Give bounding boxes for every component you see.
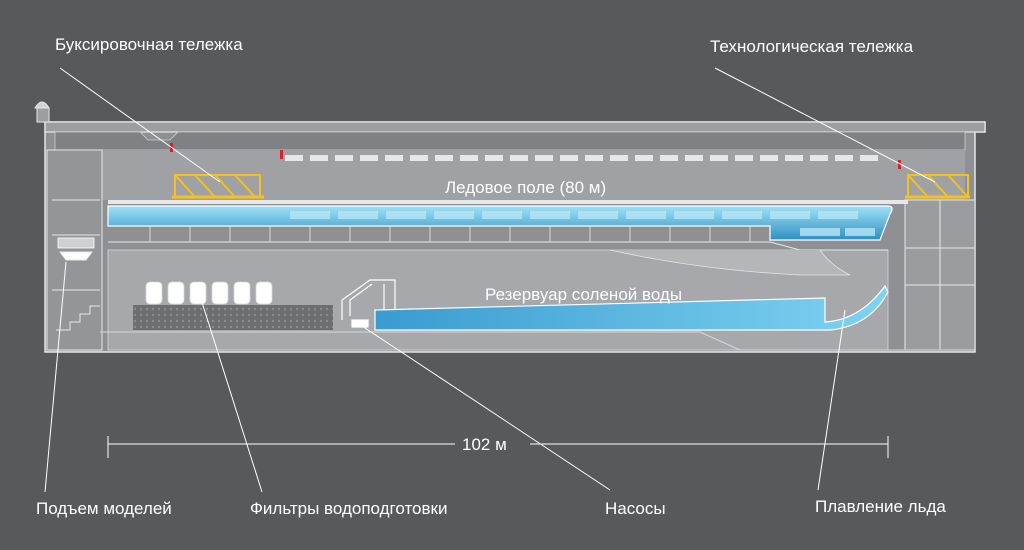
carriage-rail — [108, 200, 908, 204]
label-towing-carriage: Буксировочная тележка — [55, 35, 243, 54]
towing-carriage — [172, 174, 264, 199]
water-filter-tanks — [145, 281, 273, 305]
label-pumps: Насосы — [605, 499, 666, 518]
leader-lines — [44, 67, 936, 493]
label-service-carriage: Технологическая тележка — [710, 37, 914, 56]
label-saltwater-tank: Резервуар соленой воды — [485, 285, 682, 304]
label-ice-melting: Плавление льда — [815, 497, 946, 516]
service-carriage — [905, 174, 970, 199]
ice-sheet-tiles — [290, 211, 875, 236]
label-length: 102 м — [462, 435, 507, 454]
label-water-filters: Фильтры водоподготовки — [250, 499, 447, 518]
label-model-lift: Подъем моделей — [36, 499, 172, 518]
filter-bed — [133, 305, 333, 330]
label-ice-field: Ледовое поле (80 м) — [445, 178, 606, 197]
length-dimension — [107, 436, 889, 458]
ceiling-lights — [285, 155, 878, 161]
